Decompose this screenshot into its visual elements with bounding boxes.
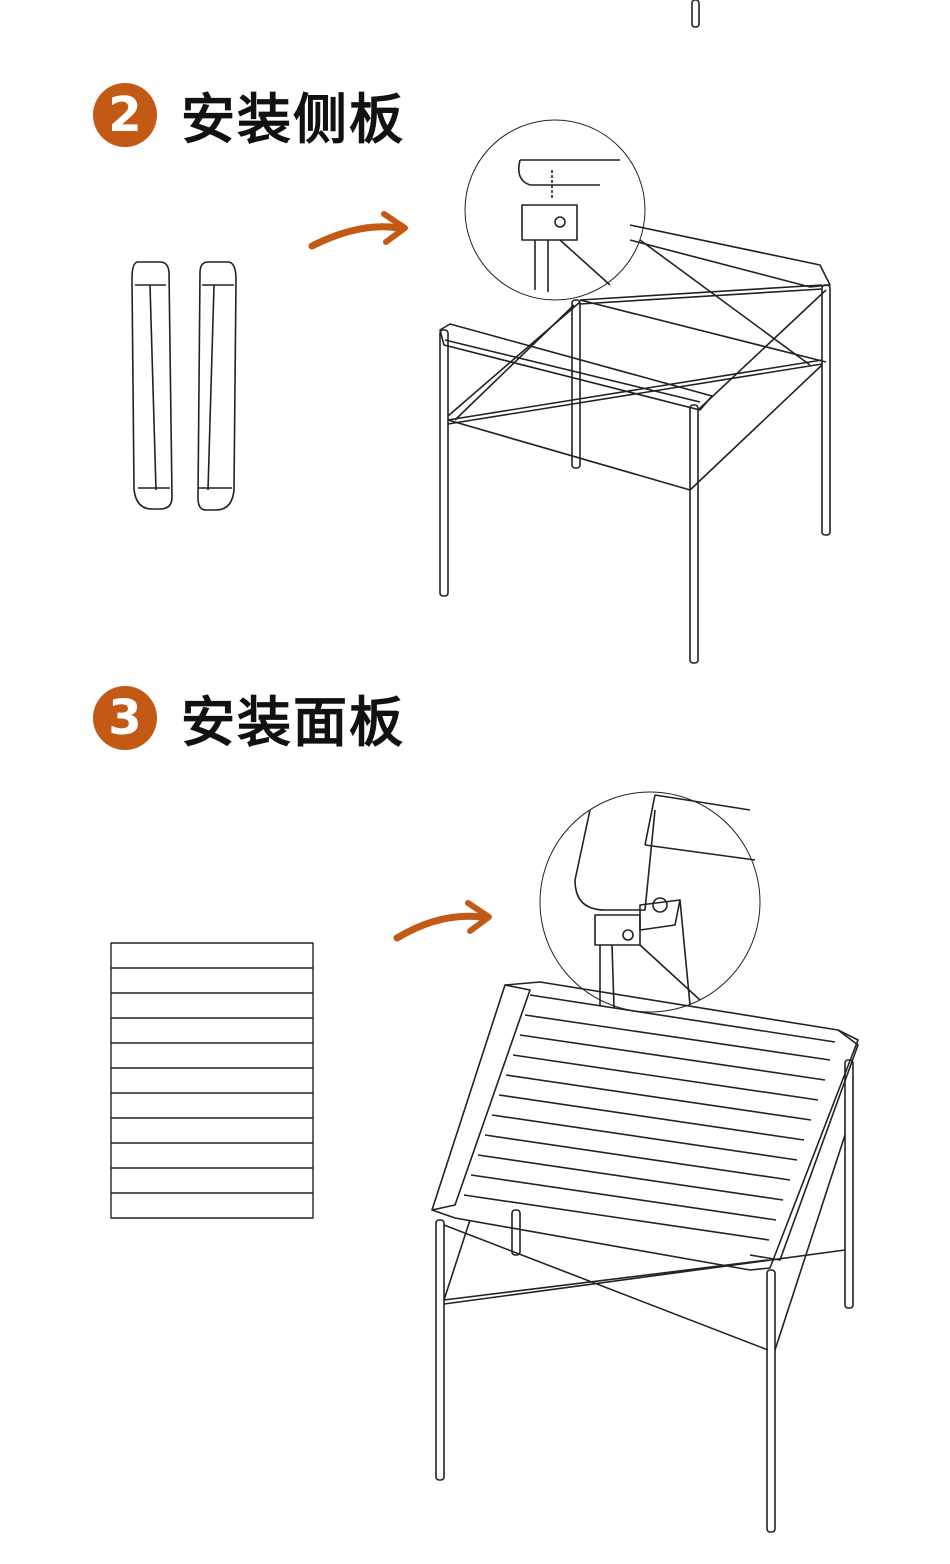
arrow-head-icon: [381, 211, 408, 245]
table-assembled: [431, 981, 859, 1533]
leg-end: [691, 0, 700, 28]
step-title: 安装侧板: [181, 88, 405, 151]
step-3-header: 3 安装面板: [93, 678, 405, 757]
detail-bracket: [517, 159, 620, 292]
arrow-icon: [308, 223, 402, 250]
step-number-badge: 2: [93, 82, 157, 147]
step-number-badge: 3: [93, 685, 157, 750]
step-2-header: 2 安装侧板: [93, 75, 405, 154]
step-title: 安装面板: [181, 691, 405, 754]
plank-stack: [110, 942, 314, 1219]
arrow-icon: [393, 912, 486, 942]
detail-joint: [574, 794, 756, 1009]
arrow-head-icon: [465, 900, 492, 934]
side-panels: [131, 261, 237, 511]
table-frame: [439, 224, 831, 664]
detail-circle: [539, 791, 761, 1013]
detail-circle: [464, 119, 646, 301]
